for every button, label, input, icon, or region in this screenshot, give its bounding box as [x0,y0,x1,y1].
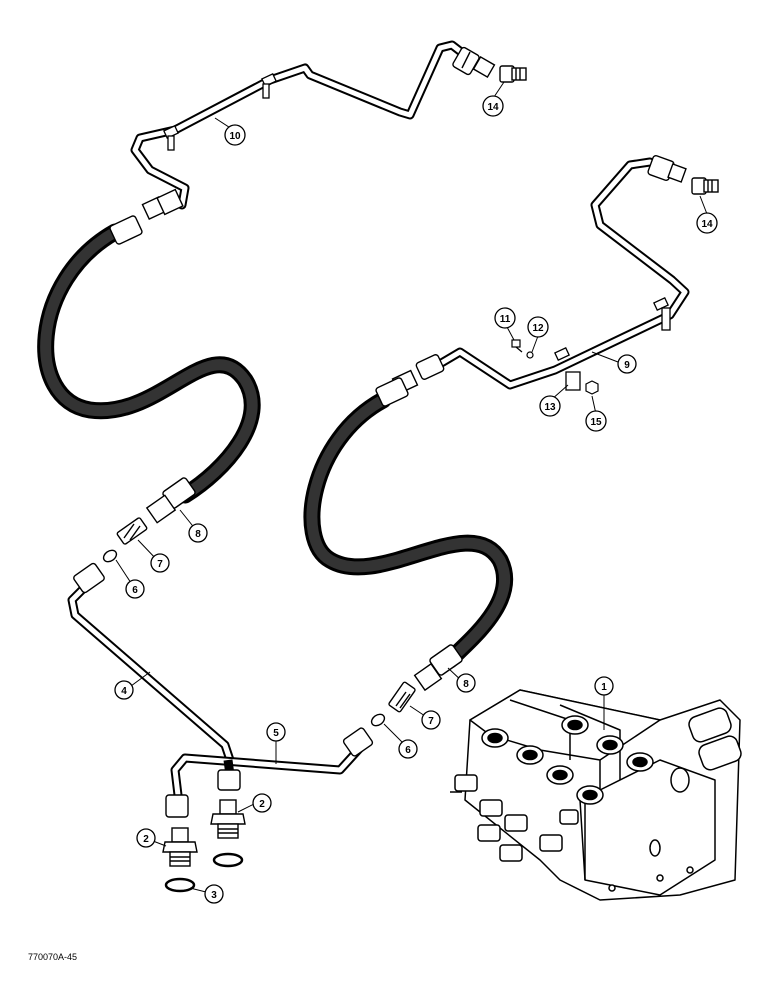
oring-3-right [212,852,244,868]
svg-text:14: 14 [487,102,499,113]
callout-7-left: 7 [150,553,170,573]
callout-13: 13 [539,395,561,417]
svg-text:11: 11 [500,314,511,325]
hose-right [303,391,514,669]
tube-9-end-fitting [647,154,687,183]
svg-text:8: 8 [463,679,469,690]
tube-4-nut [73,562,105,594]
fitting-2-right [210,799,246,839]
tube-5-nut [342,727,374,757]
svg-text:15: 15 [590,417,602,428]
callout-4: 4 [114,680,134,700]
svg-text:7: 7 [428,716,434,727]
callout-6-right: 6 [398,739,418,759]
callout-14-right: 14 [696,212,718,234]
tube-end-fittings-lower [165,769,241,818]
adapter-7-right [388,681,416,713]
svg-text:1: 1 [601,682,607,693]
callout-8-left: 8 [188,523,208,543]
leader-lines [115,81,708,893]
callout-14-upper: 14 [482,95,504,117]
bolt-11 [511,339,523,353]
tube-9 [433,157,690,390]
svg-text:10: 10 [229,131,241,142]
tube-9-clamps [554,296,671,391]
callout-2-left: 2 [136,828,156,848]
tube-10-clamps [163,72,277,151]
callout-8-right: 8 [456,673,476,693]
hose-left [37,223,261,504]
svg-text:14: 14 [701,219,713,230]
fitting-2-left [162,827,198,867]
hose-left-top-fitting [109,188,184,245]
callout-10: 10 [224,124,246,146]
svg-text:3: 3 [211,890,217,901]
callout-1: 1 [594,676,614,696]
svg-text:7: 7 [157,559,163,570]
svg-text:12: 12 [532,323,544,334]
plug-14-upper [499,65,527,83]
control-valve [450,689,742,901]
tube-10 [130,40,470,210]
figure-reference-number: 770070A-45 [28,952,77,962]
washer-12 [526,351,534,359]
svg-text:2: 2 [259,799,265,810]
nut-15 [585,380,599,395]
callout-9: 9 [617,354,637,374]
svg-text:4: 4 [121,686,127,697]
oring-3-left [164,877,196,893]
adapter-7-left [116,517,148,545]
svg-text:5: 5 [273,728,279,739]
tube-4 [67,577,235,765]
oring-6-right [370,713,386,727]
callout-6-left: 6 [125,579,145,599]
callout-12: 12 [527,316,549,338]
hose-right-bottom-fitting [413,644,463,692]
callout-2-right: 2 [252,793,272,813]
hose-right-top-fitting [375,377,409,407]
callout-7-right: 7 [421,710,441,730]
svg-text:8: 8 [195,529,201,540]
hose-left-bottom-fitting [145,477,196,524]
callout-11: 11 [494,307,516,329]
plug-14-right [691,177,719,195]
svg-text:9: 9 [624,360,630,371]
svg-text:6: 6 [132,585,138,596]
callout-3: 3 [204,884,224,904]
callout-5: 5 [266,722,286,742]
tube-5 [170,743,365,800]
callout-15: 15 [585,410,607,432]
tube-10-end-fitting [452,46,496,79]
svg-text:13: 13 [544,402,556,413]
svg-text:2: 2 [143,834,149,845]
svg-text:6: 6 [405,745,411,756]
oring-6-left [102,549,118,563]
